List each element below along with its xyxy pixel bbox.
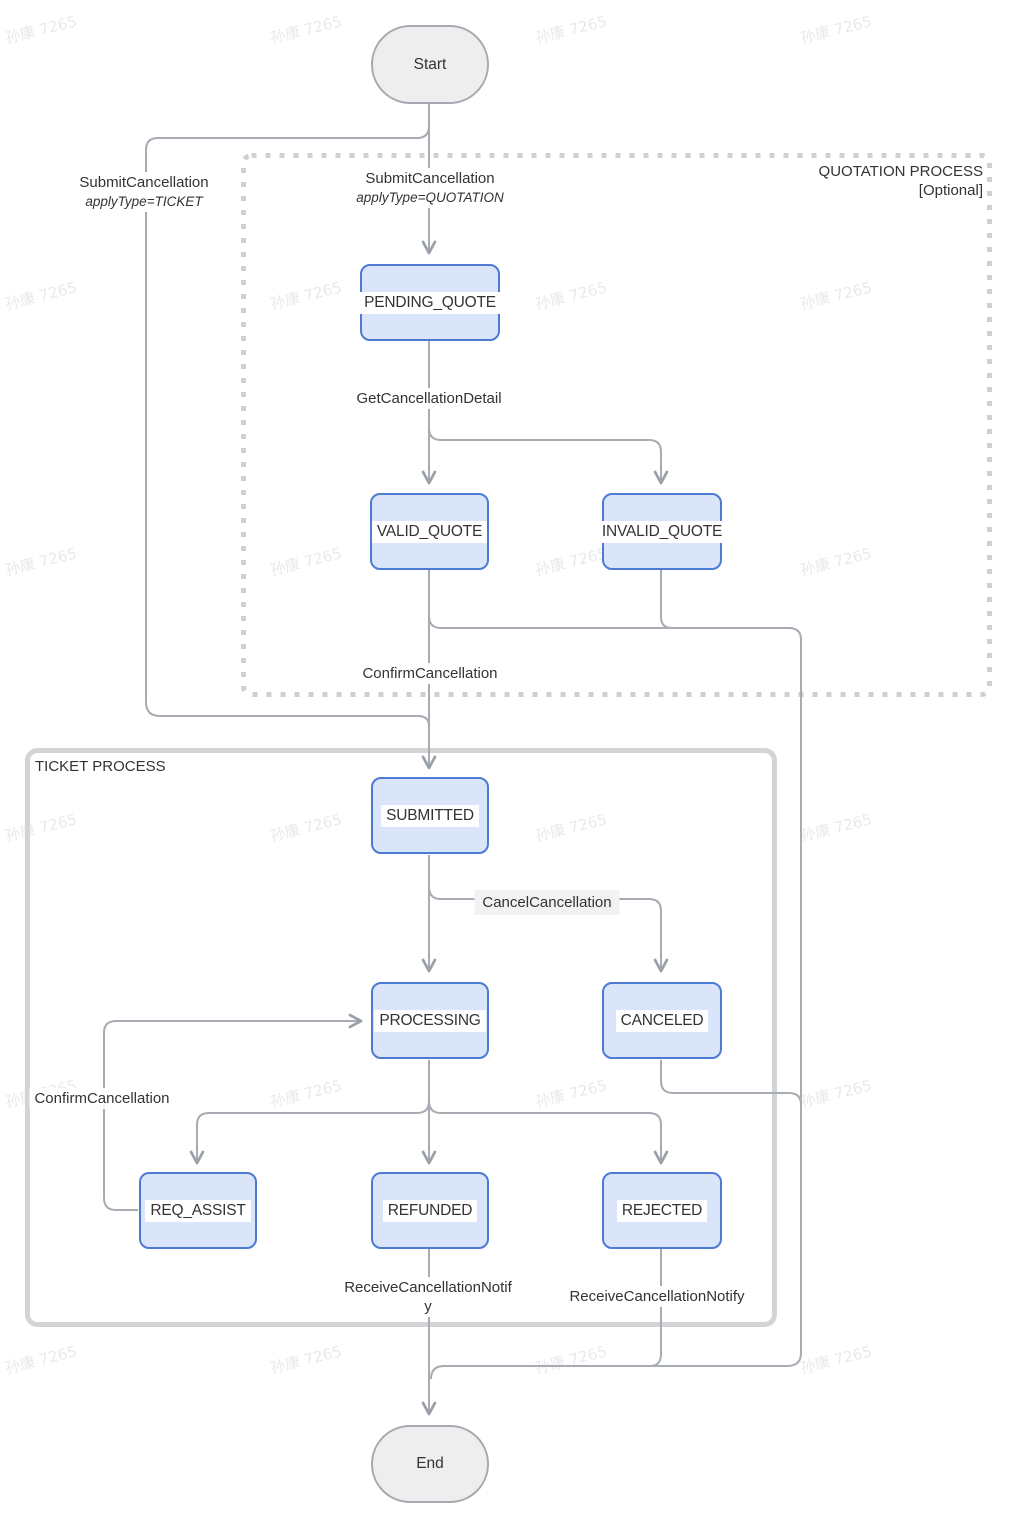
state-refunded: REFUNDED [371, 1172, 489, 1249]
state-label: CANCELED [615, 1009, 709, 1032]
edge-req-assist-to-processing-loop [103, 1013, 363, 1211]
quotation-process-subtitle-text: [Optional] [918, 182, 983, 199]
state-label: VALID_QUOTE [371, 520, 488, 543]
state-rejected: REJECTED [602, 1172, 722, 1249]
edge-label-submit-cancellation-ticket: SubmitCancellation applyType=TICKET [74, 172, 214, 212]
edge-label-cancel-cancellation: CancelCancellation [474, 890, 620, 915]
edge-label-receive-cancellation-notify-rejected: ReceiveCancellationNotify [564, 1286, 750, 1307]
state-start: Start [371, 25, 489, 104]
edge-label-receive-cancellation-notify-refunded: ReceiveCancellationNotif y [339, 1277, 517, 1317]
state-label: REJECTED [616, 1199, 708, 1222]
edge-invalid-quote-join [660, 570, 673, 629]
ticket-process-group-border [25, 748, 777, 1327]
edge-canceled-join [660, 1060, 802, 1106]
edge-processing-to-rejected [428, 1100, 669, 1165]
edge-valid-quote-to-end-branch [428, 615, 802, 641]
state-canceled: CANCELED [602, 982, 722, 1059]
quotation-process-title-text: QUOTATION PROCESS [818, 163, 983, 180]
edge-label-confirm-cancellation-loop: ConfirmCancellation [29, 1088, 175, 1109]
edge-label-subtext: applyType=QUOTATION [356, 190, 504, 205]
edge-label-submit-cancellation-quotation: SubmitCancellation applyType=QUOTATION [351, 168, 509, 208]
state-label: INVALID_QUOTE [596, 520, 728, 543]
state-pending-quote: PENDING_QUOTE [359, 264, 501, 341]
state-req-assist: REQ_ASSIST [139, 1172, 257, 1249]
state-invalid-quote: INVALID_QUOTE [596, 493, 728, 570]
state-valid-quote: VALID_QUOTE [370, 493, 489, 570]
state-label: PENDING_QUOTE [359, 291, 501, 314]
edge-start-to-submitted-ticket-branch [145, 125, 430, 727]
edge-label-get-cancellation-detail: GetCancellationDetail [351, 388, 507, 409]
state-label: PROCESSING [374, 1009, 486, 1032]
edge-label-text: SubmitCancellation [365, 170, 495, 187]
ticket-process-title: TICKET PROCESS [35, 758, 166, 775]
quotation-process-title: QUOTATION PROCESS [Optional] [819, 162, 983, 200]
state-label: REQ_ASSIST [145, 1199, 251, 1222]
edge-right-collector-to-end [430, 640, 802, 1380]
state-label: SUBMITTED [381, 804, 479, 827]
state-processing: PROCESSING [371, 982, 489, 1059]
state-end: End [371, 1425, 489, 1503]
edge-label-confirm-cancellation-top: ConfirmCancellation [357, 663, 503, 684]
state-submitted: SUBMITTED [371, 777, 489, 854]
edge-pending-to-invalid-quote [428, 427, 669, 485]
edge-submitted-to-canceled [428, 886, 669, 973]
edge-label-subtext: applyType=TICKET [85, 194, 203, 209]
edge-label-text: SubmitCancellation [79, 174, 209, 191]
edge-processing-to-req-assist [189, 1100, 430, 1165]
state-label: REFUNDED [382, 1199, 478, 1222]
edge-rejected-join [649, 1249, 662, 1367]
quotation-process-group-border [241, 153, 992, 697]
